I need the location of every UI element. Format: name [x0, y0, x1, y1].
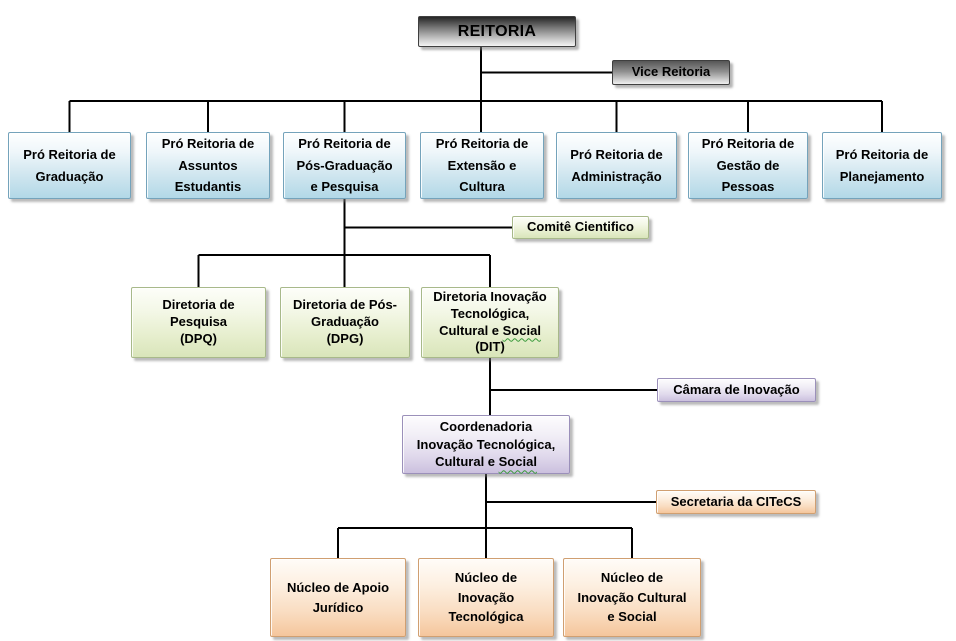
- node-label: Núcleo de Inovação Cultural e Social: [577, 570, 687, 625]
- node-label: Diretoria de Pesquisa (DPQ): [162, 297, 235, 346]
- node-pro-reitoria-graduacao: Pró Reitoria de Graduação: [8, 132, 131, 199]
- node-diretoria-pos-graduacao-dpg: Diretoria de Pós- Graduação (DPG): [280, 287, 410, 358]
- node-camara-inovacao: Câmara de Inovação: [657, 378, 816, 402]
- connector-path: [68, 47, 883, 558]
- node-reitoria: REITORIA: [418, 16, 576, 47]
- node-pro-reitoria-planejamento: Pró Reitoria de Planejamento: [822, 132, 942, 199]
- node-nucleo-apoio-juridico: Núcleo de Apoio Jurídico: [270, 558, 406, 637]
- node-coordenadoria-citecs: Coordenadoria Inovação Tecnológica, Cult…: [402, 415, 570, 474]
- node-label: Pró Reitoria de Graduação: [23, 146, 116, 184]
- node-nucleo-inovacao-tecnologica: Núcleo de Inovação Tecnológica: [418, 558, 554, 637]
- node-label-part: Coordenadoria Inovação Tecnológica, Cult…: [416, 419, 556, 470]
- node-label: Núcleo de Inovação Tecnológica: [448, 570, 524, 625]
- node-comite-cientifico: Comitê Cientifico: [512, 216, 649, 239]
- node-label: Comitê Cientifico: [527, 219, 634, 235]
- node-pro-reitoria-administracao: Pró Reitoria de Administração: [556, 132, 677, 199]
- node-label: Vice Reitoria: [631, 64, 711, 80]
- node-label: Secretaria da CITeCS: [670, 493, 802, 509]
- node-pro-reitoria-pos-graduacao-pesquisa: Pró Reitoria de Pós-Graduação e Pesquisa: [283, 132, 406, 199]
- node-label: REITORIA: [457, 22, 537, 40]
- node-label: Coordenadoria Inovação Tecnológica, Cult…: [417, 418, 555, 471]
- node-label: Câmara de Inovação: [673, 381, 800, 397]
- node-label: Pró Reitoria de Planejamento: [835, 146, 929, 184]
- node-pro-reitoria-assuntos-estudantis: Pró Reitoria de Assuntos Estudantis: [146, 132, 270, 199]
- node-pro-reitoria-gestao-pessoas: Pró Reitoria de Gestão de Pessoas: [688, 132, 808, 199]
- node-diretoria-inovacao-dit: Diretoria Inovação Tecnológica, Cultural…: [421, 287, 559, 358]
- node-label: Diretoria Inovação Tecnológica, Cultural…: [433, 289, 546, 357]
- node-secretaria-citecs: Secretaria da CITeCS: [656, 490, 816, 514]
- node-label: Pró Reitoria de Assuntos Estudantis: [161, 135, 255, 195]
- node-label: Pró Reitoria de Administração: [570, 146, 663, 184]
- node-label: Pró Reitoria de Gestão de Pessoas: [701, 135, 795, 195]
- spellcheck-underlined-word: Social: [502, 322, 541, 338]
- node-label: Pró Reitoria de Extensão e Cultura: [435, 135, 529, 195]
- node-label: Pró Reitoria de Pós-Graduação e Pesquisa: [296, 135, 393, 195]
- node-vice-reitoria: Vice Reitoria: [612, 60, 730, 85]
- node-label-part: Diretoria Inovação Tecnológica, Cultural…: [433, 288, 547, 338]
- node-label: Núcleo de Apoio Jurídico: [286, 580, 390, 615]
- node-pro-reitoria-extensao-cultura: Pró Reitoria de Extensão e Cultura: [420, 132, 544, 199]
- node-nucleo-inovacao-cultural-social: Núcleo de Inovação Cultural e Social: [563, 558, 701, 637]
- node-diretoria-pesquisa-dpq: Diretoria de Pesquisa (DPQ): [131, 287, 266, 358]
- spellcheck-underlined-word: Social: [498, 454, 537, 470]
- node-label: Diretoria de Pós- Graduação (DPG): [292, 297, 398, 346]
- node-label-part: (DIT): [475, 339, 505, 355]
